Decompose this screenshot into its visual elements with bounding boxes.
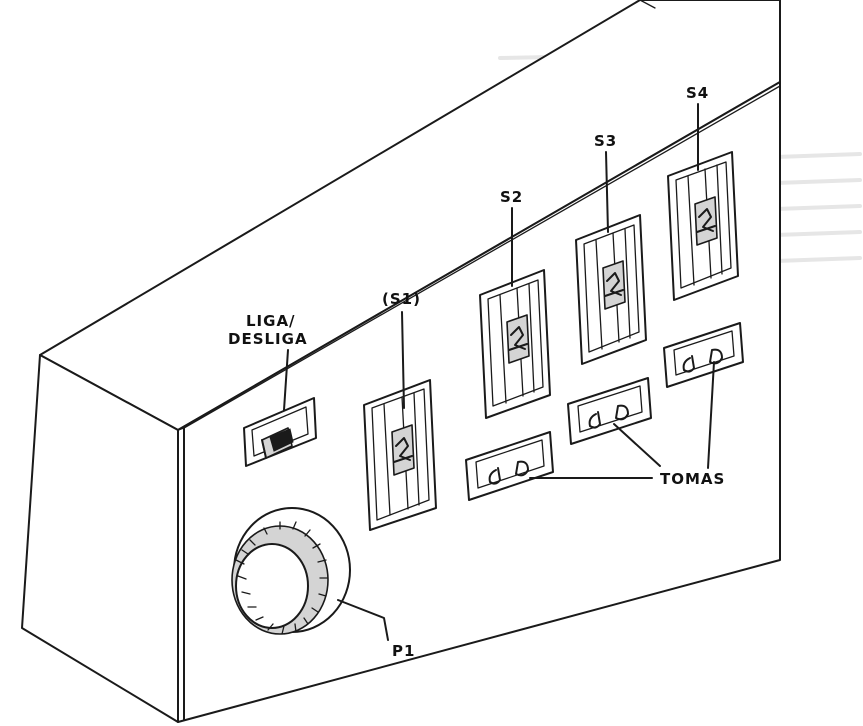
slide-switch-icon bbox=[595, 228, 631, 350]
labels: LIGA/ DESLIGA (S1) S2 S3 S4 TOMAS P1 bbox=[228, 84, 725, 660]
slide-switch-icon bbox=[687, 164, 723, 286]
power-socket-icon bbox=[682, 348, 723, 373]
slide-switch-s1 bbox=[363, 379, 437, 531]
socket-1 bbox=[465, 431, 554, 501]
label-power-line1: LIGA/ bbox=[246, 312, 296, 330]
potentiometer-knob-p1 bbox=[231, 507, 351, 635]
power-switch bbox=[243, 397, 317, 467]
power-socket-icon bbox=[488, 460, 529, 485]
socket-3 bbox=[663, 322, 744, 388]
slide-switch-s2 bbox=[479, 269, 551, 419]
label-sockets: TOMAS bbox=[660, 470, 725, 488]
rocker-switch-icon bbox=[261, 427, 294, 459]
slide-switch-icon bbox=[383, 392, 420, 516]
label-s2: S2 bbox=[500, 188, 523, 206]
power-switch-inner bbox=[251, 406, 309, 457]
cabinet-top-back-edge bbox=[639, 0, 656, 9]
slide-switch-s3 bbox=[575, 214, 647, 365]
label-power-line2: DESLIGA bbox=[228, 330, 308, 348]
label-s3: S3 bbox=[594, 132, 617, 150]
label-pot: P1 bbox=[392, 642, 415, 660]
leader-lines bbox=[283, 103, 715, 641]
power-socket-icon bbox=[588, 404, 629, 429]
slide-switch-s4 bbox=[667, 151, 739, 301]
label-s4: S4 bbox=[686, 84, 709, 102]
label-s1: (S1) bbox=[382, 290, 421, 308]
cabinet-top-edge-detail bbox=[177, 85, 781, 431]
socket-2 bbox=[567, 377, 652, 445]
knurled-knob-icon bbox=[231, 507, 351, 635]
slide-switch-icon bbox=[499, 283, 535, 404]
